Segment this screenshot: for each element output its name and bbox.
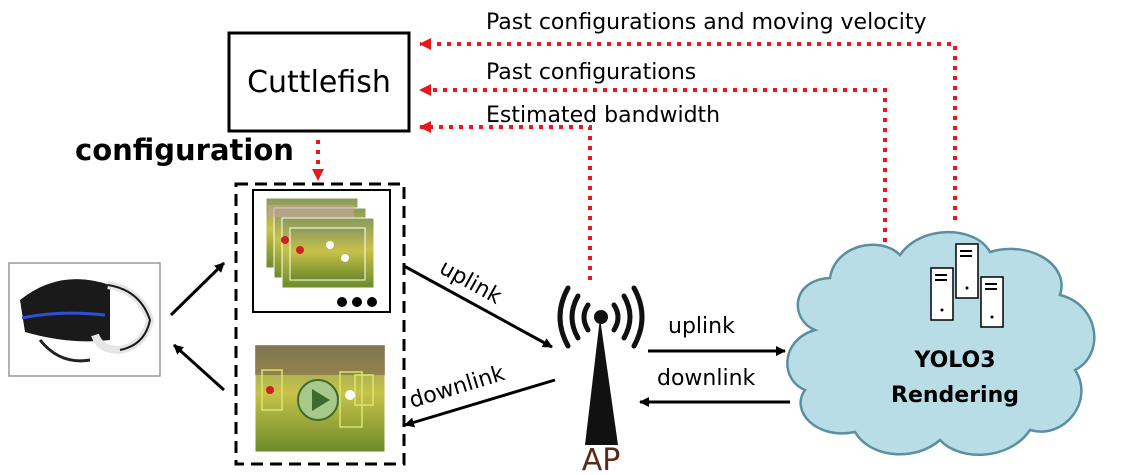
- downlink-label-left: downlink: [406, 361, 508, 414]
- vr-headset-image: [8, 262, 161, 377]
- cloud-label-rendering: Rendering: [891, 383, 1019, 408]
- configuration-label: configuration: [75, 133, 294, 167]
- cuttlefish-label: Cuttlefish: [247, 65, 391, 100]
- uplink-label-right: uplink: [668, 314, 735, 339]
- cloud-server: YOLO3 Rendering: [786, 230, 1096, 456]
- arrow-frames-to-headset: [172, 343, 226, 392]
- cloud-label-yolo: YOLO3: [913, 348, 995, 373]
- downlink-frame: [254, 344, 386, 453]
- feedback-arrows: [312, 38, 957, 280]
- ap-antenna-icon: [557, 285, 645, 445]
- dot-2: [352, 297, 362, 307]
- dot-3: [367, 297, 377, 307]
- arrow-downlink-from-ap: [404, 378, 556, 428]
- feedback-label-past-configs: Past configurations: [486, 60, 696, 85]
- feedback-arrow-past-configs: [419, 84, 887, 262]
- feedback-arrow-velocity: [419, 38, 957, 220]
- feedback-arrow-bandwidth: [419, 121, 592, 280]
- frames-container: [234, 182, 406, 466]
- feedback-label-velocity: Past configurations and moving velocity: [486, 10, 927, 35]
- arrow-headset-to-frames: [169, 261, 226, 317]
- ap-label: AP: [582, 443, 621, 475]
- downlink-label-right: downlink: [657, 366, 756, 391]
- cuttlefish-box: Cuttlefish: [227, 31, 411, 133]
- feedback-label-bandwidth: Estimated bandwidth: [486, 103, 720, 128]
- arrow-uplink-to-ap: [403, 264, 553, 349]
- uplink-frames: [252, 189, 391, 313]
- dot-1: [337, 297, 347, 307]
